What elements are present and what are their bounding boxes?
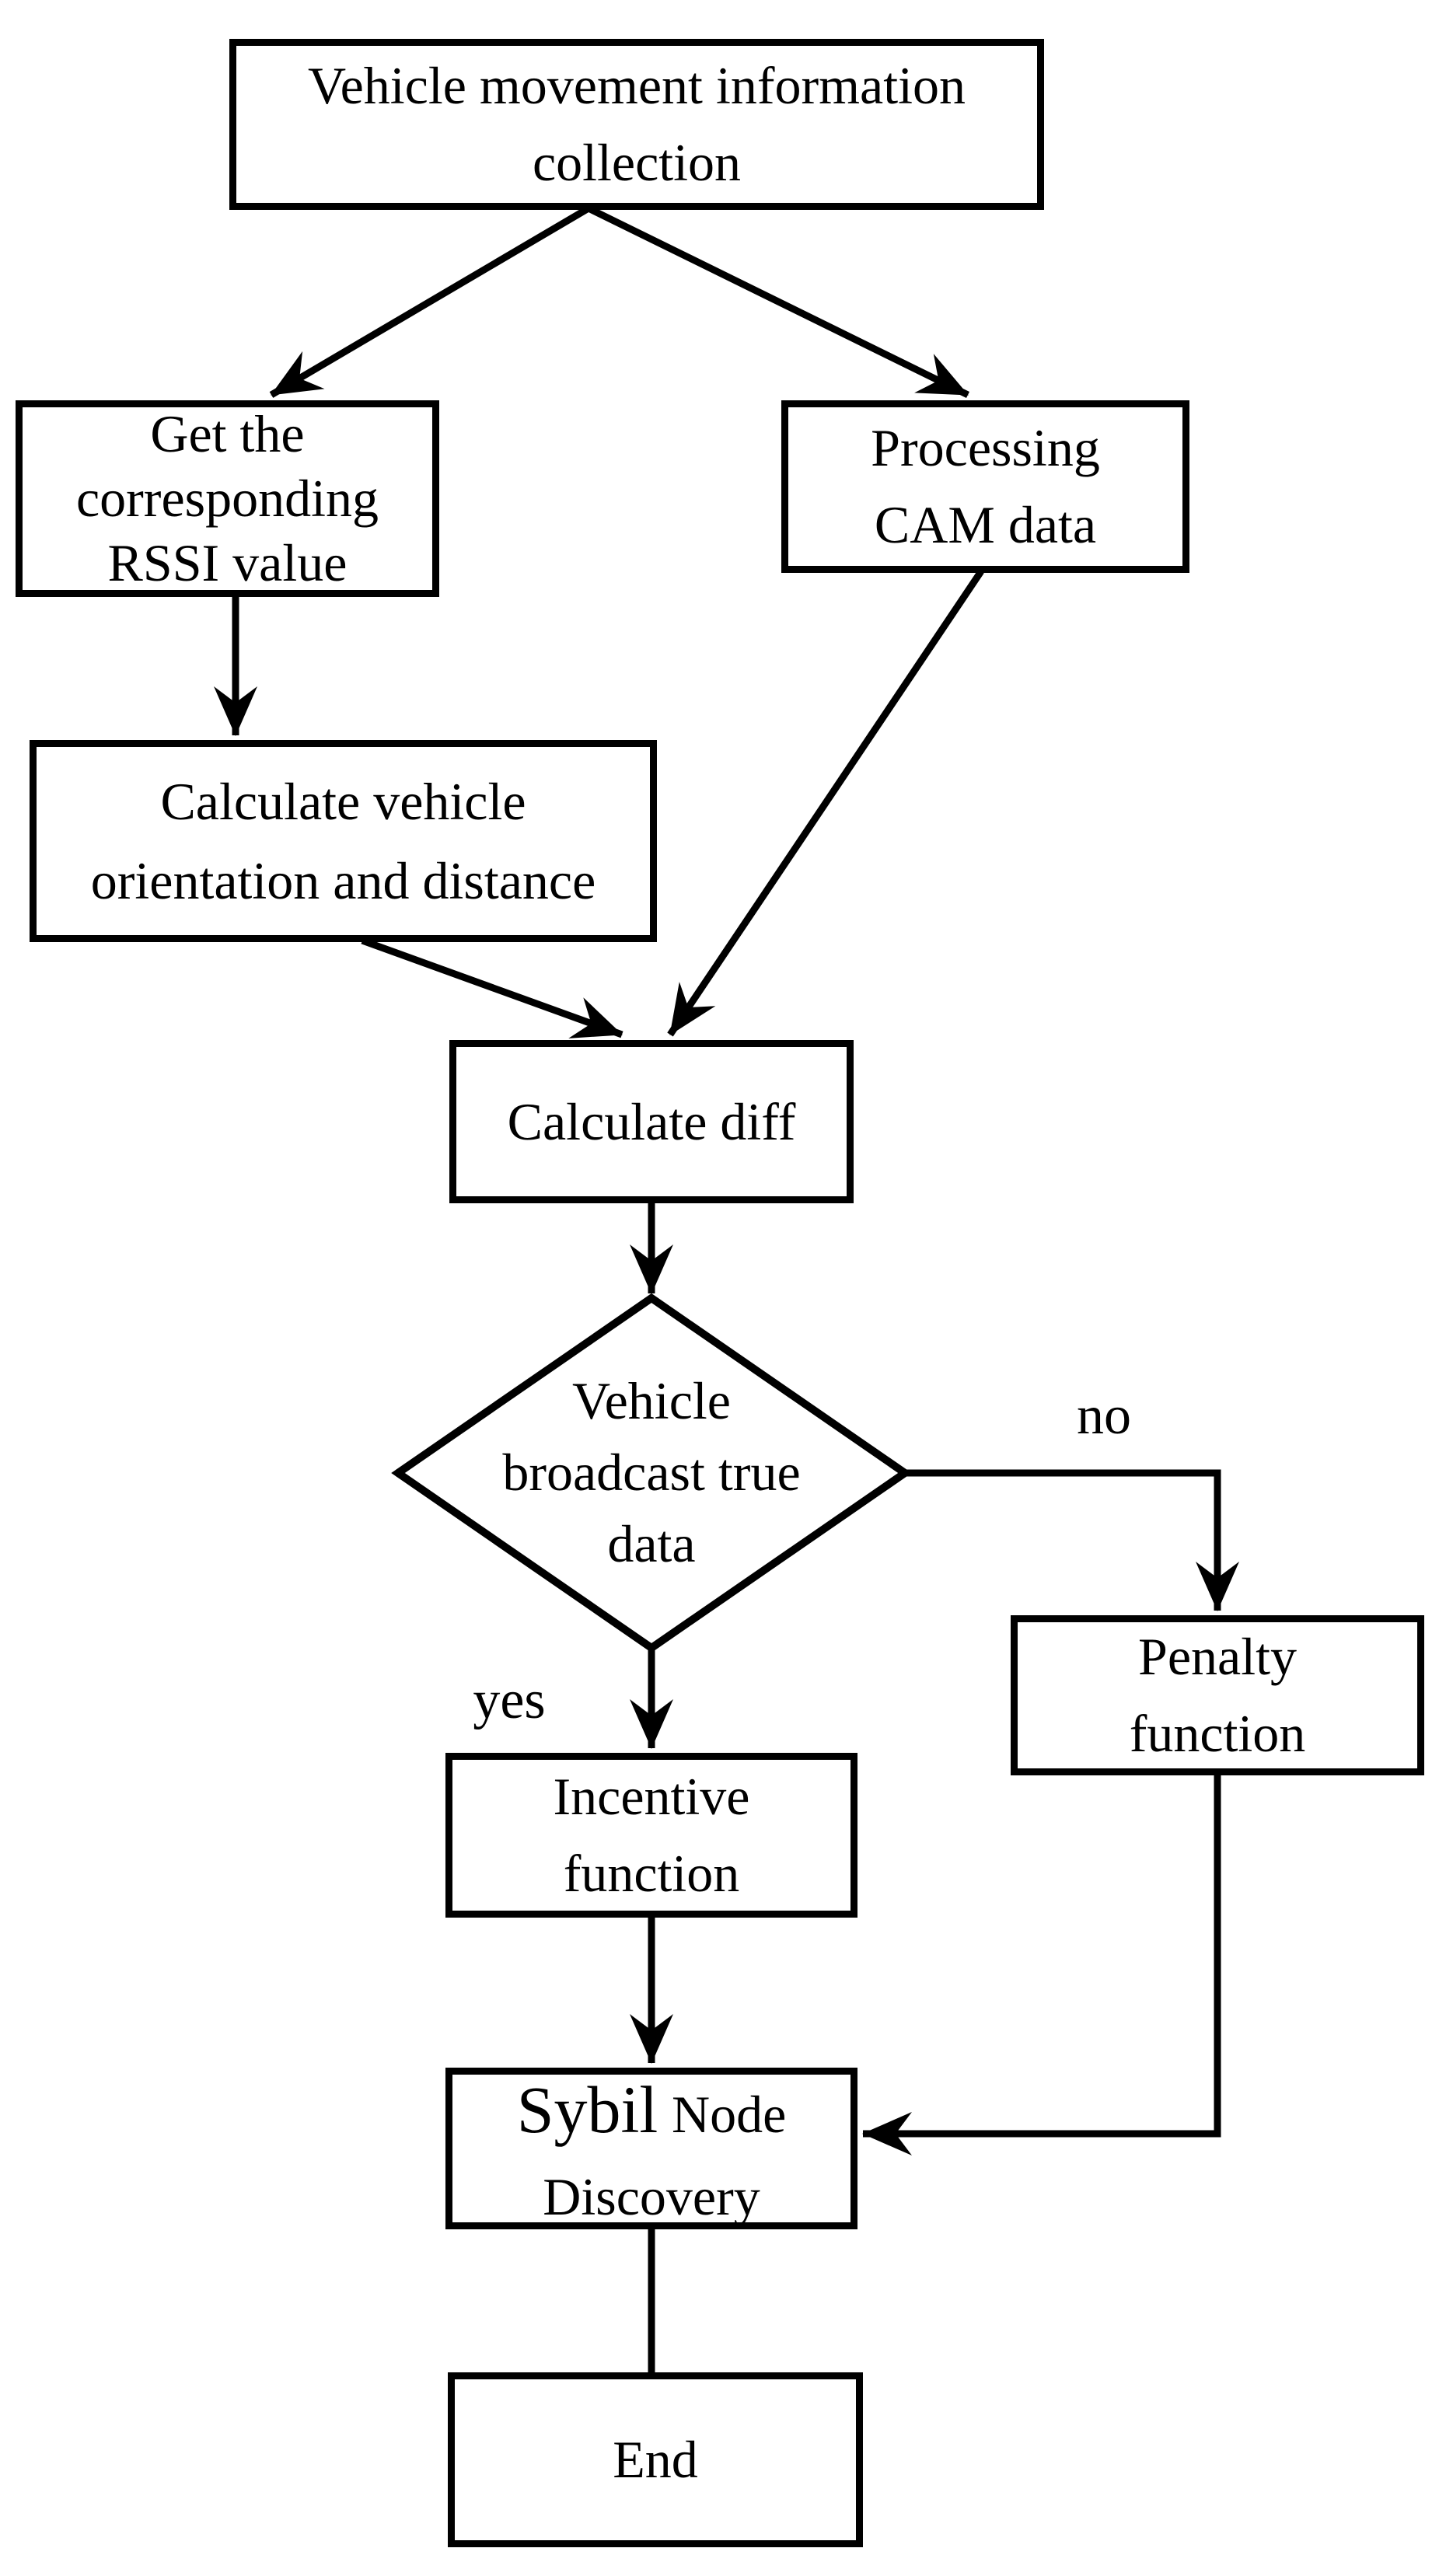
node-calculate-orientation-distance: Calculate vehicle orientation and distan…	[30, 740, 657, 942]
node-vehicle-movement-collection: Vehicle movement information collection	[229, 39, 1044, 210]
node-end-line1: End	[613, 2430, 698, 2490]
node-orientation-line2: orientation and distance	[90, 851, 596, 910]
node-incentive-function: Incentive function	[445, 1753, 857, 1918]
node-end: End	[448, 2372, 863, 2547]
node-sybil-line2: Discovery	[543, 2167, 760, 2227]
node-incentive-line1: Incentive	[553, 1767, 750, 1827]
node-processing-cam-data: Processing CAM data	[781, 400, 1189, 573]
node-rssi-line1: Get the	[150, 404, 305, 464]
edge-label-yes: yes	[473, 1670, 546, 1730]
node-orientation-line1: Calculate vehicle	[160, 772, 526, 831]
node-rssi-line3: RSSI value	[107, 532, 348, 592]
node-penalty-line1: Penalty	[1138, 1627, 1297, 1687]
connector-decision-no-to-penalty	[905, 1469, 1239, 1611]
node-rssi-line2: corresponding	[75, 469, 379, 529]
connector-orientation-to-diff	[361, 937, 623, 1038]
decision-line1: Vehicle	[572, 1371, 731, 1431]
node-cam-line2: CAM data	[874, 495, 1097, 554]
decision-line3: data	[607, 1513, 696, 1573]
connector-collect-to-rssi	[269, 205, 591, 398]
node-diff-line1: Calculate diff	[507, 1091, 796, 1151]
node-calculate-diff: Calculate diff	[449, 1040, 854, 1203]
edge-label-no: no	[1077, 1386, 1131, 1446]
node-penalty-line2: function	[1129, 1704, 1306, 1763]
node-sybil-word1: Sybil	[516, 2072, 658, 2148]
node-cam-line1: Processing	[871, 418, 1100, 478]
decision-line2: broadcast true	[502, 1443, 801, 1503]
connector-collect-to-cam	[587, 204, 969, 399]
node-get-rssi-value: Get the corresponding RSSI value	[16, 400, 439, 597]
decision-label-vehicle-broadcast-true-data: Vehicle broadcast true data	[418, 1325, 885, 1621]
node-penalty-function: Penalty function	[1011, 1615, 1424, 1775]
node-incentive-line2: function	[563, 1844, 740, 1903]
node-collect-line1: Vehicle movement information	[308, 56, 966, 116]
connector-penalty-to-sybil	[862, 1775, 1221, 2155]
decision-diamond	[391, 1293, 912, 1653]
connector-cam-to-diff	[667, 569, 984, 1037]
node-sybil-word2: Node	[672, 2085, 787, 2145]
node-collect-line2: collection	[532, 133, 742, 192]
